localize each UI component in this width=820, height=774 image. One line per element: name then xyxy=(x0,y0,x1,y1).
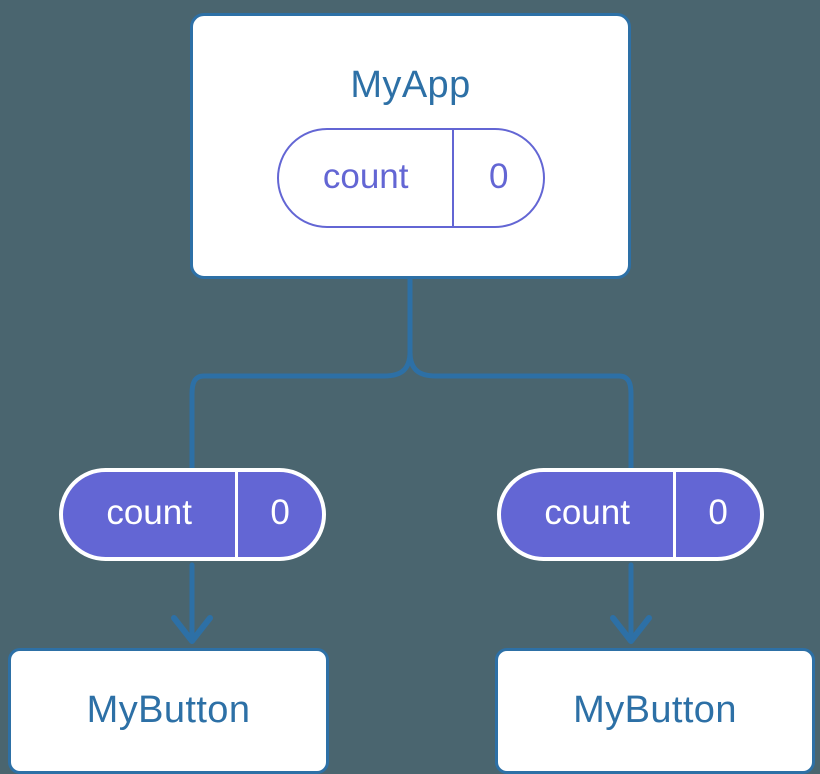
component-card-mybutton-left[interactable]: MyButton xyxy=(8,648,329,774)
prop-pill-right-count[interactable]: count 0 xyxy=(497,468,764,561)
trunk-connector-right xyxy=(407,349,634,471)
trunk-connector xyxy=(189,276,413,471)
component-title-myapp: MyApp xyxy=(350,64,471,106)
component-card-mybutton-right[interactable]: MyButton xyxy=(495,648,815,774)
component-card-myapp[interactable]: MyApp xyxy=(190,13,631,279)
prop-pill-key: count xyxy=(63,472,239,557)
component-title-mybutton: MyButton xyxy=(573,688,737,731)
state-pill-value: 0 xyxy=(488,156,509,196)
state-pill-myapp-count[interactable]: count 0 xyxy=(277,128,545,228)
state-pill-key: count xyxy=(279,130,455,226)
prop-pill-value: 0 xyxy=(708,493,728,532)
prop-pill-left-count[interactable]: count 0 xyxy=(59,468,326,561)
prop-arrow-right-head xyxy=(610,615,652,644)
prop-pill-key: count xyxy=(501,472,677,557)
prop-pill-value: 0 xyxy=(270,493,290,532)
component-title-mybutton: MyButton xyxy=(86,688,251,731)
prop-arrow-left-head xyxy=(171,615,213,644)
